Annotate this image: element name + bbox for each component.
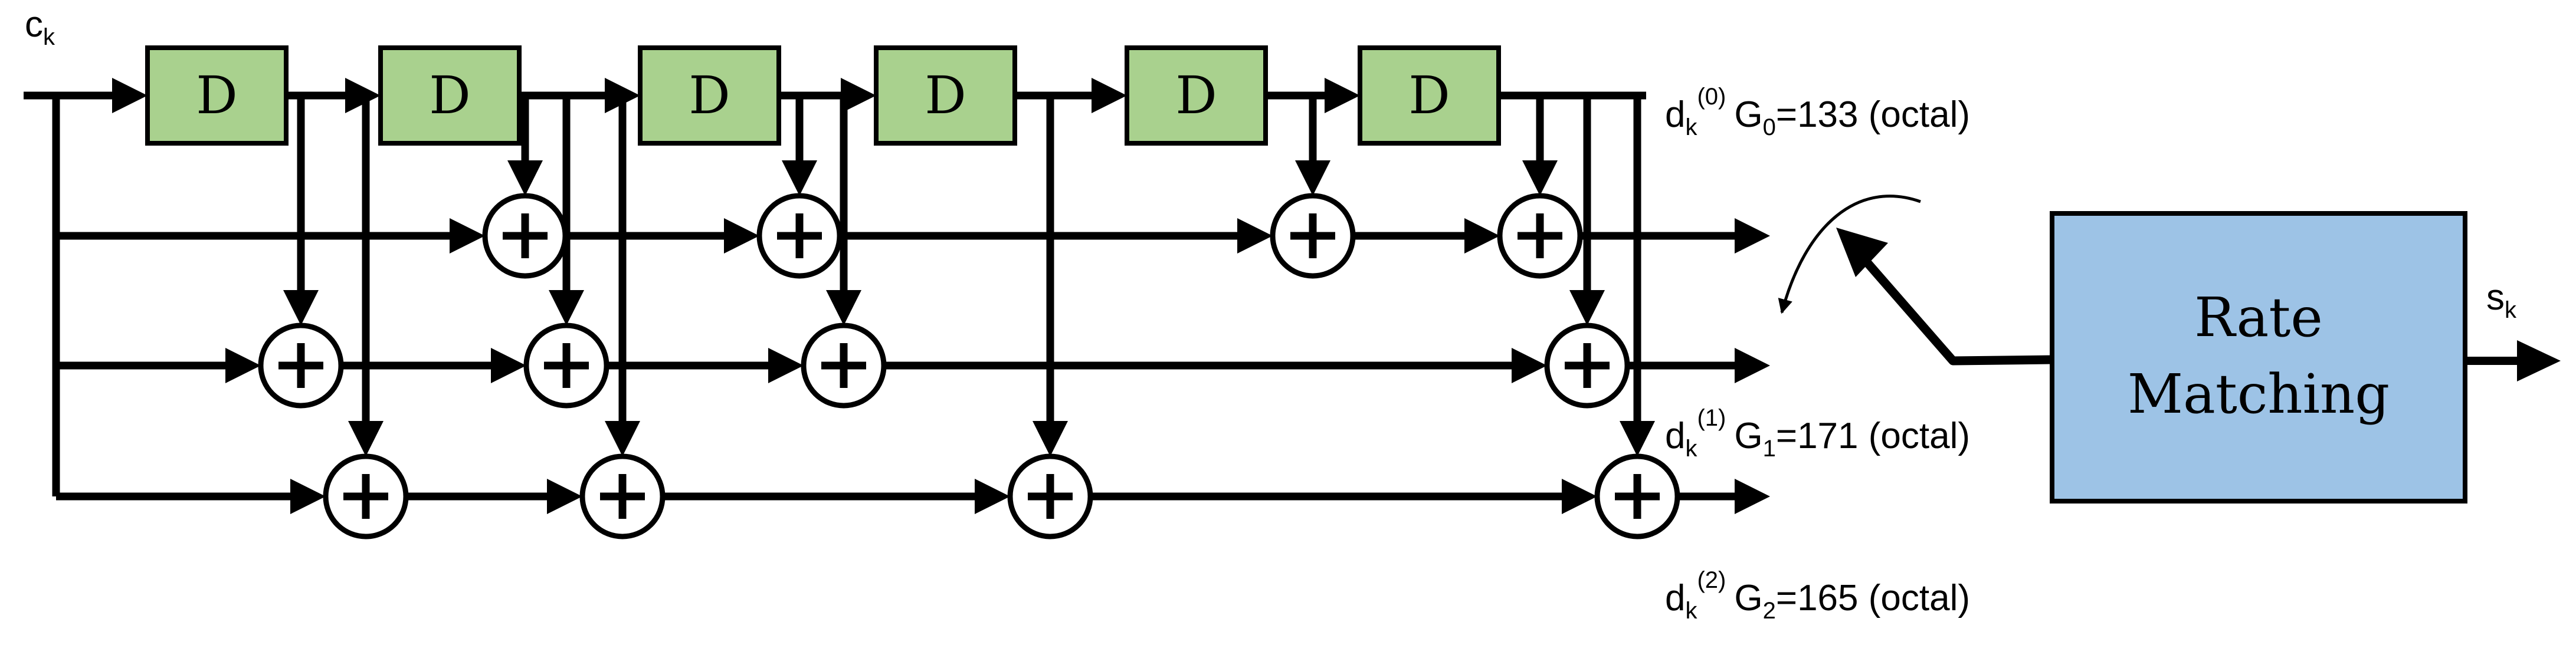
adder-row0-3 — [1270, 193, 1356, 279]
adder-row2-4 — [1594, 453, 1680, 539]
input-label: ck — [25, 4, 55, 50]
adder-row2-3 — [1007, 453, 1093, 539]
adder-row1-3 — [801, 322, 887, 409]
svg-text:D: D — [429, 65, 471, 126]
output-label-d2: dk(2)G2=165 (octal) — [1665, 567, 1970, 624]
adder-row0-4 — [1497, 193, 1583, 279]
switch-arc — [1778, 195, 1921, 314]
delay-6: D — [1358, 45, 1501, 146]
adder-row1-4 — [1544, 322, 1630, 409]
delay-3: D — [638, 45, 781, 146]
svg-text:D: D — [1175, 65, 1217, 126]
adder-row2-1 — [323, 453, 409, 539]
delay-2: D — [378, 45, 522, 146]
adders — [258, 193, 1680, 539]
adder-row0-2 — [756, 193, 843, 279]
switch-arm — [1836, 228, 2053, 366]
rate-matching-line1: Rate — [2194, 286, 2323, 349]
wires — [24, 78, 1770, 514]
adder-row2-2 — [579, 453, 666, 539]
rate-matching-line2: Matching — [2128, 363, 2390, 426]
output-arrow — [2465, 340, 2561, 381]
svg-text:D: D — [689, 65, 730, 126]
svg-text:D: D — [925, 65, 966, 126]
adder-row1-2 — [523, 322, 609, 409]
output-label: sk — [2486, 277, 2517, 323]
svg-text:D: D — [196, 65, 238, 126]
delay-4: D — [874, 45, 1017, 146]
adder-row0-1 — [482, 193, 568, 279]
output-label-d0: dk(0)G0=133 (octal) — [1665, 84, 1970, 140]
output-label-d1: dk(1)G1=171 (octal) — [1665, 405, 1970, 462]
adder-row1-1 — [258, 322, 344, 409]
rate-matching-block: Rate Matching — [2050, 211, 2467, 504]
svg-text:D: D — [1408, 65, 1450, 126]
delay-5: D — [1125, 45, 1268, 146]
delay-1: D — [145, 45, 289, 146]
